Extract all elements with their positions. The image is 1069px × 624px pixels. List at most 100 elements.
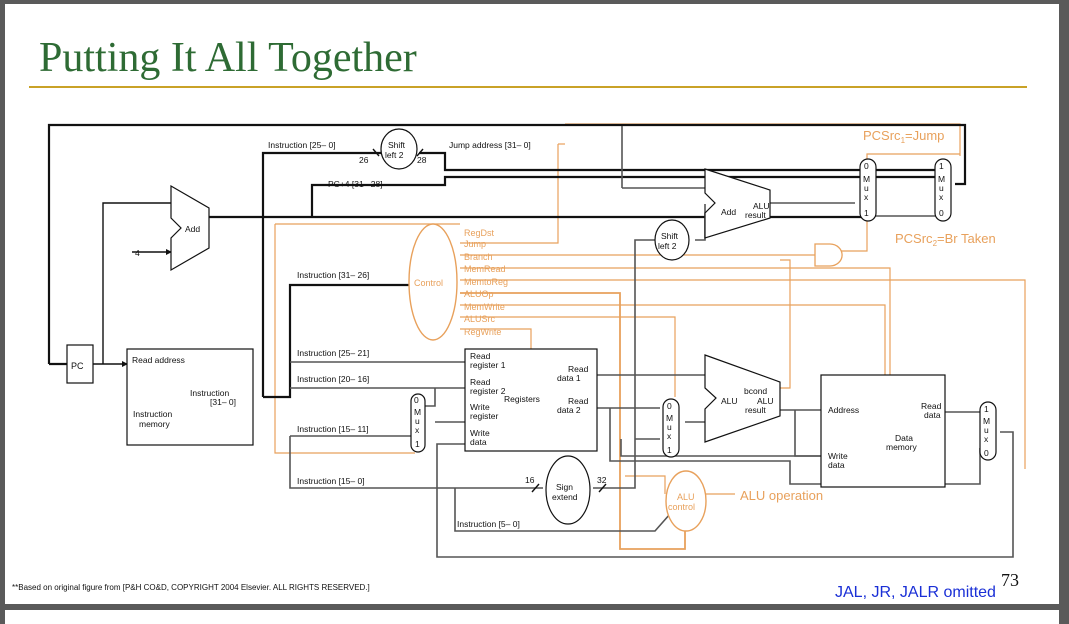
reg-rd2-b: data 2 bbox=[557, 405, 581, 415]
sig-memtoreg: MemtoReg bbox=[464, 277, 508, 287]
instr-mem-name1: Instruction bbox=[133, 409, 172, 419]
omitted-note: JAL, JR, JALR omitted bbox=[835, 584, 996, 601]
svg-text:32: 32 bbox=[597, 475, 607, 485]
svg-text:1: 1 bbox=[939, 161, 944, 171]
control-signal-labels: RegDst Jump Branch MemRead MemtoReg ALUO… bbox=[464, 228, 508, 337]
svg-text:u: u bbox=[667, 422, 672, 432]
sig-alusrc: ALUSrc bbox=[464, 314, 496, 324]
svg-text:result: result bbox=[745, 210, 766, 220]
sig-branch: Branch bbox=[464, 252, 493, 262]
svg-text:memory: memory bbox=[886, 442, 917, 452]
svg-text:ALU: ALU bbox=[721, 396, 738, 406]
instruction-memory bbox=[126, 348, 254, 446]
svg-text:M: M bbox=[666, 413, 673, 423]
svg-text:M: M bbox=[983, 416, 990, 426]
mux-regdst bbox=[410, 393, 426, 453]
svg-text:0: 0 bbox=[667, 401, 672, 411]
svg-text:left 2: left 2 bbox=[658, 241, 677, 251]
slide-title: Putting It All Together bbox=[39, 35, 417, 81]
svg-text:Write: Write bbox=[828, 451, 848, 461]
instr-mem-instruction: Instruction bbox=[190, 388, 229, 398]
reg-read1-a: Read bbox=[470, 351, 491, 361]
label-instr-5-0: Instruction [5– 0] bbox=[457, 519, 520, 529]
svg-text:bcond: bcond bbox=[744, 386, 767, 396]
pc-register bbox=[66, 344, 94, 384]
alu-control bbox=[665, 470, 707, 532]
pc-adder bbox=[170, 184, 210, 272]
sig-memread: MemRead bbox=[464, 264, 506, 274]
pc-adder-const: 4 bbox=[135, 248, 140, 258]
footnote: **Based on original figure from [P&H CO&… bbox=[12, 583, 370, 592]
sig-aluop: ALUOp bbox=[464, 289, 494, 299]
reg-rd1-a: Read bbox=[568, 364, 589, 374]
svg-text:Data: Data bbox=[895, 433, 913, 443]
shift-jump-out: 28 bbox=[417, 155, 427, 165]
label-instr-15-0: Instruction [15– 0] bbox=[297, 476, 365, 486]
svg-text:extend: extend bbox=[552, 492, 578, 502]
svg-text:Add: Add bbox=[721, 207, 736, 217]
svg-text:ALU: ALU bbox=[757, 396, 774, 406]
slide: PC Read address Instruction [31– 0] Inst… bbox=[5, 4, 1059, 604]
reg-read2-b: register 2 bbox=[470, 386, 506, 396]
pc-label: PC bbox=[71, 361, 84, 371]
datapath-wires bbox=[47, 123, 1014, 558]
svg-text:x: x bbox=[667, 431, 672, 441]
instr-mem-name2: memory bbox=[139, 419, 170, 429]
datapath-diagram: PC Read address Instruction [31– 0] Inst… bbox=[47, 123, 1026, 558]
svg-text:1: 1 bbox=[415, 439, 420, 449]
register-file bbox=[464, 348, 598, 452]
shift-jump-line2: left 2 bbox=[385, 150, 404, 160]
control-unit bbox=[408, 223, 458, 341]
label-instr-31-26: Instruction [31– 26] bbox=[297, 270, 369, 280]
sig-jump: Jump bbox=[464, 239, 486, 249]
main-alu bbox=[704, 354, 781, 443]
svg-text:ALU: ALU bbox=[677, 492, 695, 502]
svg-text:1: 1 bbox=[667, 445, 672, 455]
svg-text:1: 1 bbox=[864, 208, 869, 218]
reg-name: Registers bbox=[504, 394, 540, 404]
annotation-pcsrc1: PCSrc1=Jump bbox=[863, 128, 944, 145]
svg-text:M: M bbox=[938, 174, 945, 184]
instr-mem-read-address: Read address bbox=[132, 355, 185, 365]
svg-text:M: M bbox=[863, 174, 870, 184]
svg-text:Sign: Sign bbox=[556, 482, 573, 492]
svg-text:control: control bbox=[668, 502, 695, 512]
shift-jump-in: 26 bbox=[359, 155, 369, 165]
svg-text:1: 1 bbox=[984, 404, 989, 414]
mux-branch bbox=[859, 158, 877, 222]
svg-text:u: u bbox=[864, 183, 869, 193]
shift-left-branch bbox=[654, 219, 690, 261]
reg-read2-a: Read bbox=[470, 377, 491, 387]
sig-regdst: RegDst bbox=[464, 228, 495, 238]
svg-text:u: u bbox=[415, 416, 420, 426]
reg-rd2-a: Read bbox=[568, 396, 589, 406]
annotation-alu-operation: ALU operation bbox=[740, 488, 823, 503]
svg-text:x: x bbox=[939, 192, 944, 202]
reg-wdata-b: data bbox=[470, 437, 487, 447]
page-number: 73 bbox=[1001, 570, 1019, 590]
annotation-pcsrc2: PCSrc2=Br Taken bbox=[895, 231, 996, 248]
shift-left-jump bbox=[380, 128, 418, 170]
svg-text:Read: Read bbox=[921, 401, 942, 411]
mux-jump bbox=[934, 158, 952, 222]
svg-text:x: x bbox=[984, 434, 989, 444]
reg-read1-b: register 1 bbox=[470, 360, 506, 370]
control-label: Control bbox=[414, 278, 443, 288]
svg-text:ALU: ALU bbox=[753, 201, 770, 211]
mux-memtoreg bbox=[979, 401, 997, 461]
label-instr-25-0: Instruction [25– 0] bbox=[268, 140, 336, 150]
reg-write-a: Write bbox=[470, 402, 490, 412]
svg-text:0: 0 bbox=[939, 208, 944, 218]
sign-extend bbox=[545, 455, 591, 525]
title-divider bbox=[29, 86, 1027, 88]
svg-text:u: u bbox=[984, 425, 989, 435]
reg-write-b: register bbox=[470, 411, 499, 421]
svg-text:0: 0 bbox=[984, 448, 989, 458]
svg-text:0: 0 bbox=[864, 161, 869, 171]
svg-text:x: x bbox=[415, 425, 420, 435]
svg-text:x: x bbox=[864, 192, 869, 202]
label-instr-15-11: Instruction [15– 11] bbox=[297, 424, 369, 434]
label-jump-address: Jump address [31– 0] bbox=[449, 140, 531, 150]
svg-text:M: M bbox=[414, 407, 421, 417]
svg-text:u: u bbox=[939, 183, 944, 193]
